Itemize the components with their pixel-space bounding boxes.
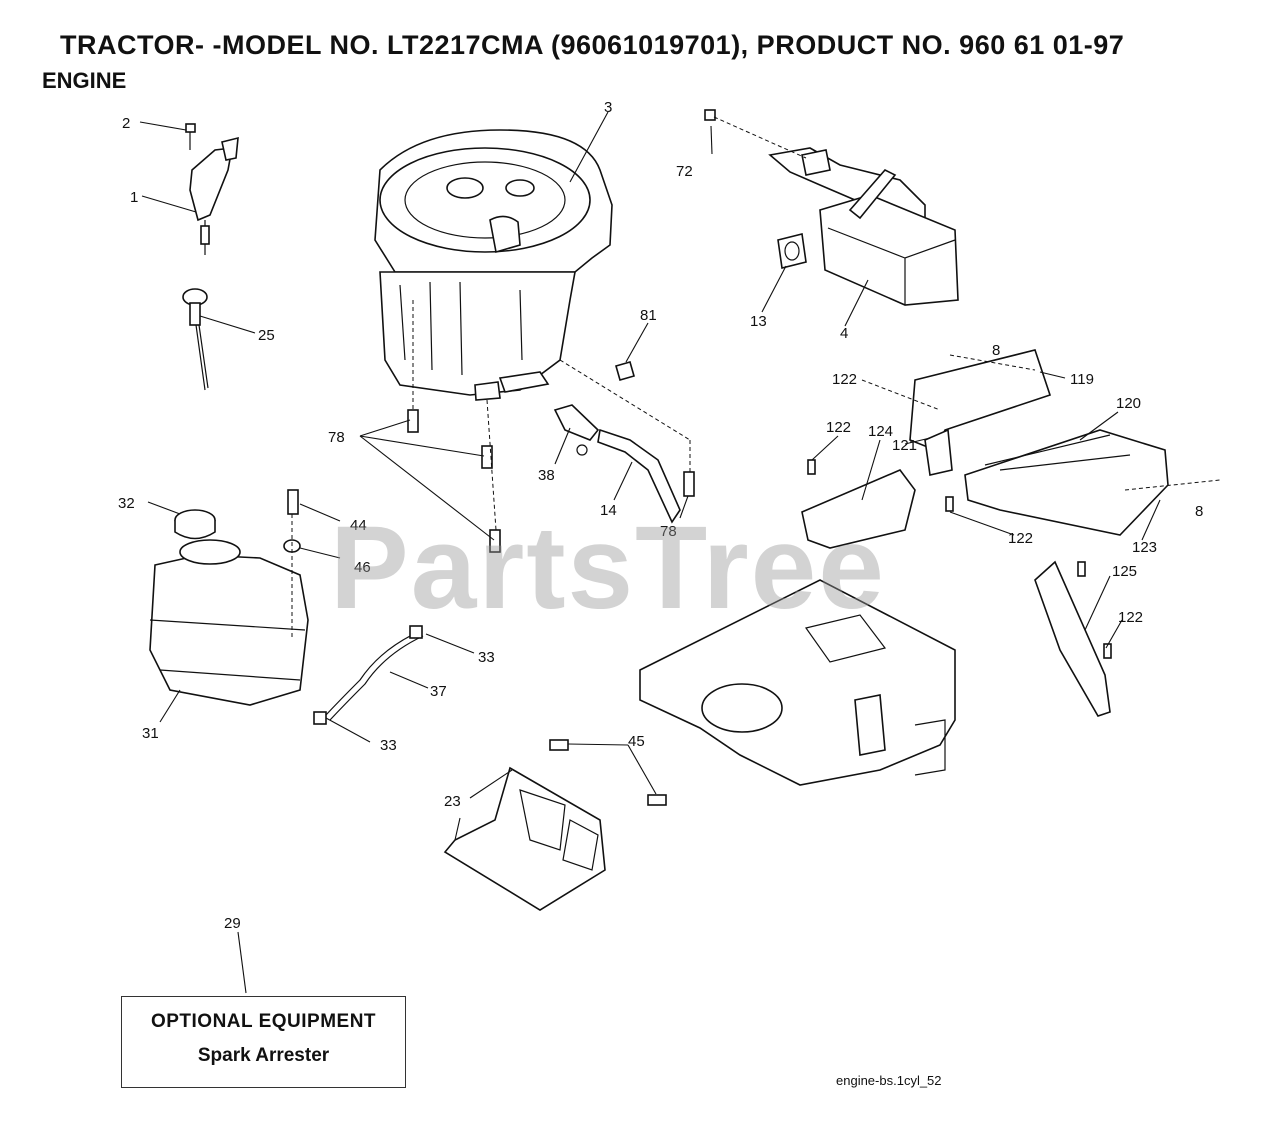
callout-124: 124: [868, 423, 893, 440]
callout-25: 25: [258, 327, 275, 344]
fuel-line-part[interactable]: [313, 625, 424, 725]
callout-33-bottom: 33: [380, 737, 397, 754]
callout-29: 29: [224, 915, 241, 932]
callout-120: 120: [1116, 395, 1141, 412]
engine-part[interactable]: [374, 129, 613, 401]
callout-81: 81: [640, 307, 657, 324]
screw-part[interactable]: [287, 489, 299, 515]
callout-121: 121: [892, 437, 917, 454]
callout-1: 1: [130, 189, 138, 206]
muffler-part[interactable]: [704, 109, 959, 306]
shield-124-part[interactable]: [801, 469, 916, 549]
callout-2: 2: [122, 115, 130, 132]
callout-45: 45: [628, 733, 645, 750]
callout-122-c: 122: [1008, 530, 1033, 547]
callout-46: 46: [354, 559, 371, 576]
callout-44: 44: [350, 517, 367, 534]
callout-31: 31: [142, 725, 159, 742]
callout-72: 72: [676, 163, 693, 180]
dipstick-part[interactable]: [182, 288, 209, 391]
callout-8-right: 8: [1195, 503, 1203, 520]
callout-37: 37: [430, 683, 447, 700]
callout-labels: 2 1 25 3 72 13 4 81 8 119 122 120 122 12…: [118, 99, 1203, 932]
optional-equipment-heading: OPTIONAL EQUIPMENT: [150, 1011, 377, 1032]
gasket-part[interactable]: [777, 233, 807, 269]
callout-122-b: 122: [826, 419, 851, 436]
callout-4: 4: [840, 325, 848, 342]
callout-3: 3: [604, 99, 612, 116]
callout-78-right: 78: [660, 523, 677, 540]
callout-8-top: 8: [992, 342, 1000, 359]
fuel-cap-part[interactable]: [174, 509, 216, 540]
watermark: PartsTree: [330, 502, 886, 634]
callout-14: 14: [600, 502, 617, 519]
heat-shield-part[interactable]: [443, 739, 667, 911]
callout-78-group: 78: [328, 429, 345, 446]
leader-lines: [139, 111, 1221, 994]
callout-38: 38: [538, 467, 555, 484]
callout-122-a: 122: [832, 371, 857, 388]
engine-bolt-part[interactable]: [407, 409, 695, 553]
callout-23: 23: [444, 793, 461, 810]
callout-122-d: 122: [1118, 609, 1143, 626]
fuel-filter-part[interactable]: [553, 404, 600, 456]
diagram-file-reference: engine-bs.1cyl_52: [836, 1073, 942, 1088]
callout-13: 13: [750, 313, 767, 330]
side-plate-part[interactable]: [1034, 560, 1111, 717]
callout-125: 125: [1112, 563, 1137, 580]
callout-32: 32: [118, 495, 135, 512]
throttle-control-part[interactable]: [185, 123, 239, 255]
nut-part[interactable]: [615, 361, 635, 381]
section-title: ENGINE: [42, 68, 127, 93]
optional-equipment-item[interactable]: Spark Arrester: [197, 1045, 330, 1066]
callout-119: 119: [1070, 371, 1094, 388]
page-title: TRACTOR- -MODEL NO. LT2217CMA (960610197…: [60, 30, 1125, 60]
optional-equipment-box: OPTIONAL EQUIPMENT Spark Arrester: [121, 996, 406, 1088]
callout-33-top: 33: [478, 649, 495, 666]
fuel-tube-part[interactable]: [597, 428, 681, 524]
bracket-assembly-part[interactable]: [807, 349, 1169, 659]
callout-123: 123: [1132, 539, 1157, 556]
mounting-plate-part[interactable]: [639, 579, 956, 786]
fuel-tank-part[interactable]: [149, 539, 309, 706]
